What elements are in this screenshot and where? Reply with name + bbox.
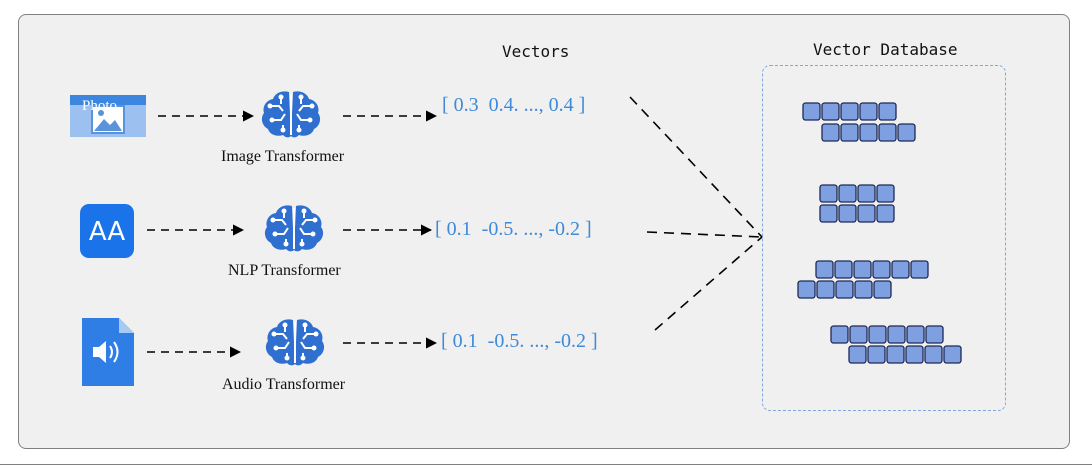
database-vector-cell bbox=[840, 123, 859, 142]
database-vector-cell bbox=[878, 123, 897, 142]
database-vector-cell bbox=[819, 184, 838, 203]
image-vector-values: [ 0.3 0.4. ..., 0.4 ] bbox=[442, 94, 586, 116]
database-vector-cell bbox=[821, 102, 840, 121]
vectors-heading: Vectors bbox=[502, 42, 570, 61]
brain-circuit-icon bbox=[260, 90, 322, 139]
database-vector-cell bbox=[797, 280, 816, 299]
diagram-panel bbox=[18, 14, 1070, 449]
vector-database-heading: Vector Database bbox=[813, 40, 958, 59]
database-vector-cell bbox=[859, 102, 878, 121]
database-vector-cell bbox=[878, 102, 897, 121]
audio-transformer-label: Audio Transformer bbox=[222, 376, 346, 393]
database-vector-cell bbox=[897, 123, 916, 142]
audio-file-icon bbox=[82, 318, 134, 386]
database-vector-cell bbox=[815, 260, 834, 279]
frame-divider bbox=[0, 464, 1092, 465]
audio-vector-values: [ 0.1 -0.5. ..., -0.2 ] bbox=[441, 330, 598, 352]
database-vector-cell bbox=[859, 123, 878, 142]
database-vector-cell bbox=[872, 260, 891, 279]
database-vector-cell bbox=[849, 325, 868, 344]
database-vector-cell bbox=[821, 123, 840, 142]
brain-circuit-icon bbox=[264, 318, 326, 367]
database-vector-cell bbox=[886, 345, 905, 364]
database-vector-cell bbox=[943, 345, 962, 364]
photo-image-icon: Photo bbox=[70, 95, 146, 137]
nlp-transformer-label: NLP Transformer bbox=[228, 262, 341, 279]
database-vector-cell bbox=[873, 280, 892, 299]
database-vector-cell bbox=[816, 280, 835, 299]
connector-vector2-to-database bbox=[646, 231, 763, 238]
database-vector-cell bbox=[835, 280, 854, 299]
database-vector-cell bbox=[924, 345, 943, 364]
database-vector-cell bbox=[905, 345, 924, 364]
connector-vector3-to-database bbox=[654, 236, 763, 331]
nlp-vector-values: [ 0.1 -0.5. ..., -0.2 ] bbox=[435, 218, 592, 240]
database-vector-blocks bbox=[797, 102, 962, 364]
brain-circuit-icon bbox=[263, 204, 325, 253]
database-vector-cell bbox=[838, 204, 857, 223]
vector-database-container bbox=[762, 65, 1006, 411]
database-vector-cell bbox=[838, 184, 857, 203]
text-font-icon: AA bbox=[80, 204, 134, 258]
database-vector-cell bbox=[802, 102, 821, 121]
database-vector-cell bbox=[876, 184, 895, 203]
database-vector-cell bbox=[854, 280, 873, 299]
database-vector-cell bbox=[830, 325, 849, 344]
database-vector-cell bbox=[910, 260, 929, 279]
photo-icon-label: Photo bbox=[82, 98, 117, 114]
database-vector-cell bbox=[857, 184, 876, 203]
database-vector-cell bbox=[819, 204, 838, 223]
database-vector-cell bbox=[848, 345, 867, 364]
image-transformer-label: Image Transformer bbox=[221, 148, 345, 165]
database-vector-cell bbox=[876, 204, 895, 223]
database-vector-cell bbox=[906, 325, 925, 344]
database-vector-cell bbox=[853, 260, 872, 279]
database-vector-cell bbox=[857, 204, 876, 223]
database-vector-cell bbox=[834, 260, 853, 279]
connector-vector1-to-database bbox=[629, 96, 763, 238]
database-vector-cell bbox=[867, 345, 886, 364]
database-vector-cell bbox=[840, 102, 859, 121]
database-vector-cell bbox=[925, 325, 944, 344]
database-vector-cell bbox=[868, 325, 887, 344]
text-icon-label: AA bbox=[89, 217, 126, 247]
database-vector-cell bbox=[891, 260, 910, 279]
database-vector-cell bbox=[887, 325, 906, 344]
